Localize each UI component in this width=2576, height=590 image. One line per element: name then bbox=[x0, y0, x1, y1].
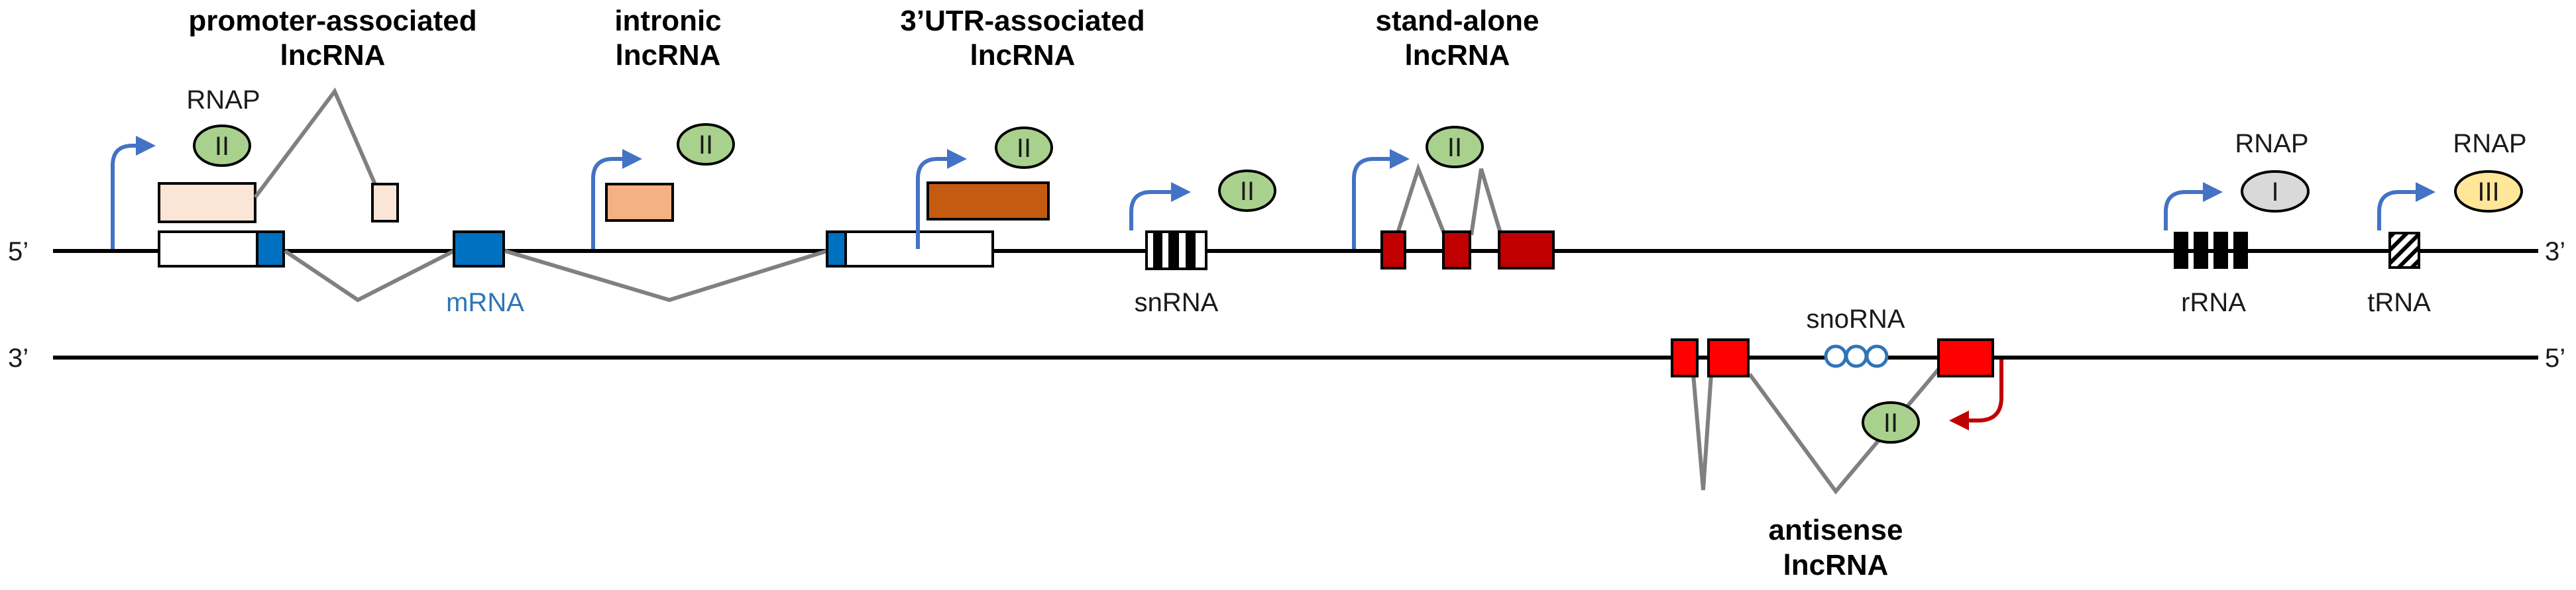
promoter-lncrna-exon2 bbox=[371, 183, 399, 222]
title-intronic-line1: intronic bbox=[614, 5, 721, 37]
snrna-label: snRNA bbox=[1135, 288, 1219, 317]
promoter-lncrna-intron bbox=[253, 87, 378, 199]
standalone-intron2 bbox=[1469, 168, 1503, 236]
trna-rnap-iii bbox=[2454, 170, 2523, 213]
snrna-rnap-ii-text: II bbox=[1240, 177, 1255, 206]
promoter-rnap-label: RNAP bbox=[186, 85, 260, 115]
mrna-intron2 bbox=[504, 249, 828, 303]
utr-associated-lncrna: II bbox=[916, 126, 1053, 249]
snorna-label: snoRNA bbox=[1807, 305, 1905, 334]
mrna-label: mRNA bbox=[446, 288, 524, 317]
standalone-rnap-ii bbox=[1426, 126, 1484, 168]
promoter-associated-lncrna: II RNAP bbox=[111, 85, 399, 249]
intronic-rnap-ii bbox=[677, 123, 735, 166]
title-3utr-associated-line2: lncRNA bbox=[970, 39, 1076, 72]
snrna-band1 bbox=[1153, 232, 1162, 269]
title-3utr-associated-line1: 3’UTR-associated bbox=[900, 5, 1145, 37]
mrna-gene: mRNA bbox=[158, 230, 994, 317]
promoter-lncrna-exon1 bbox=[158, 182, 256, 223]
antisense-rnap-ii bbox=[1862, 401, 1920, 444]
snrna-rnap-ii bbox=[1218, 170, 1276, 212]
title-antisense-line1: antisense bbox=[1769, 514, 1903, 546]
antisense-rnap-ii-text: II bbox=[1883, 409, 1898, 438]
rrna-tss-arrow bbox=[2164, 182, 2223, 230]
antisense-intron1 bbox=[1691, 373, 1713, 491]
trna-rnap-iii-text: III bbox=[2477, 177, 2499, 207]
standalone-tss-arrow bbox=[1352, 149, 1410, 249]
trna-hatched-block bbox=[2388, 232, 2420, 269]
standalone-intron1 bbox=[1395, 163, 1447, 236]
standalone-exon2 bbox=[1442, 230, 1471, 270]
top-strand-3prime-label: 3’ bbox=[2545, 237, 2565, 266]
trna-tss-arrow bbox=[2377, 182, 2436, 230]
snorna: snoRNA bbox=[1807, 305, 1905, 368]
title-intronic-line2: lncRNA bbox=[616, 39, 721, 72]
standalone-exon3 bbox=[1498, 230, 1555, 270]
rrna-rnap-i-text: I bbox=[2271, 177, 2278, 207]
title-antisense-line2: lncRNA bbox=[1783, 549, 1889, 581]
utr-rnap-ii bbox=[995, 126, 1053, 169]
promoter-rnap-ii-text: II bbox=[215, 132, 229, 161]
utr-tss-arrow bbox=[916, 149, 967, 249]
antisense-intron2 bbox=[1748, 356, 1950, 495]
title-stand-alone-line2: lncRNA bbox=[1405, 39, 1510, 72]
rrna-gene: I RNAP rRNA bbox=[2164, 129, 2310, 317]
trna-label: tRNA bbox=[2367, 288, 2431, 317]
antisense-exon3 bbox=[1937, 338, 1994, 377]
intronic-tss-arrow bbox=[591, 149, 642, 249]
snrna-band2 bbox=[1168, 232, 1179, 269]
utr-lncrna-exon bbox=[926, 181, 1050, 221]
title-promoter-associated-line2: lncRNA bbox=[280, 39, 386, 72]
title-promoter-associated-line1: promoter-associated bbox=[188, 5, 476, 37]
antisense-tss-arrow bbox=[1949, 360, 2003, 430]
intronic-lncrna: II bbox=[591, 123, 735, 249]
intronic-rnap-ii-text: II bbox=[699, 130, 713, 160]
rrna-rnap-label: RNAP bbox=[2235, 129, 2308, 158]
trna-rnap-label: RNAP bbox=[2453, 129, 2526, 158]
title-stand-alone-line1: stand-alone bbox=[1376, 5, 1540, 37]
rrna-block2 bbox=[2194, 232, 2208, 269]
mrna-exon1-utr bbox=[158, 230, 260, 268]
rrna-block3 bbox=[2213, 232, 2228, 269]
mrna-exon2 bbox=[453, 230, 505, 268]
standalone-exon1 bbox=[1380, 230, 1406, 270]
snorna-ring2 bbox=[1844, 344, 1868, 368]
snorna-ring1 bbox=[1824, 344, 1848, 368]
rrna-label: rRNA bbox=[2181, 288, 2246, 317]
mrna-exon1-coding bbox=[256, 230, 285, 268]
mrna-exon3-coding bbox=[826, 230, 848, 268]
top-strand-5prime-label: 5’ bbox=[8, 237, 28, 266]
rrna-block1 bbox=[2174, 232, 2188, 269]
promoter-rnap-ii bbox=[193, 124, 251, 167]
promoter-tss-arrow bbox=[111, 136, 156, 249]
bottom-strand-3prime-label: 3’ bbox=[8, 344, 28, 373]
bottom-strand-5prime-label: 5’ bbox=[2545, 344, 2565, 373]
snrna-gene: II snRNA bbox=[1129, 170, 1276, 317]
rrna-rnap-i bbox=[2241, 170, 2310, 213]
intronic-lncrna-exon bbox=[605, 183, 674, 222]
snorna-ring3 bbox=[1865, 344, 1889, 368]
antisense-lncrna: II bbox=[1671, 338, 2003, 495]
antisense-exon1 bbox=[1671, 338, 1699, 377]
mrna-intron1 bbox=[284, 249, 455, 303]
utr-rnap-ii-text: II bbox=[1017, 134, 1031, 163]
snrna-tss-arrow bbox=[1129, 182, 1191, 230]
trna-gene: III RNAP tRNA bbox=[2367, 129, 2526, 317]
antisense-exon2 bbox=[1707, 338, 1750, 377]
standalone-rnap-ii-text: II bbox=[1447, 133, 1462, 162]
standalone-lncrna: II bbox=[1352, 126, 1555, 270]
rrna-block4 bbox=[2233, 232, 2248, 269]
snrna-band3 bbox=[1186, 232, 1196, 269]
